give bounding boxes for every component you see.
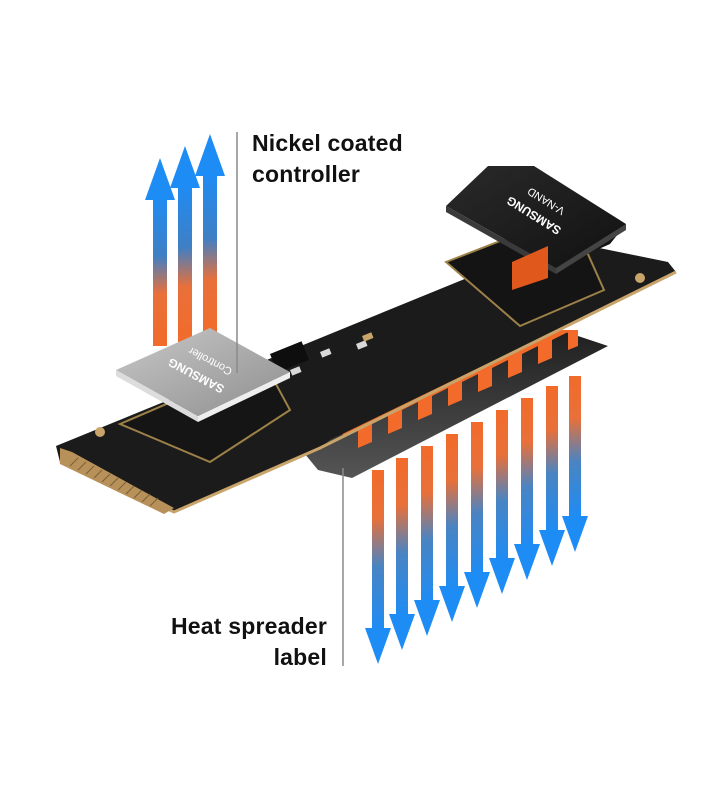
down-arrows [365,376,588,664]
down-arrow-icon [414,446,440,636]
down-arrow-icon [562,376,588,552]
down-arrow-icon [539,386,565,566]
up-arrow-icon [170,146,200,342]
down-arrow-icon [389,458,415,650]
callout-controller-line2: controller [252,161,361,187]
callout-nickel-coated-controller: Nickel coated controller [252,128,403,190]
controller-chip: SAMSUNG Controller [116,328,290,422]
down-arrow-icon [514,398,540,580]
callout-heat-spreader-label: Heat spreader label [120,611,327,673]
up-arrow-icon [195,134,225,338]
down-arrow-icon [365,470,391,664]
nand-chip: SAMSUNG V-NAND [446,166,626,290]
down-arrow-icon [464,422,490,608]
callout-label-line2: label [273,644,327,670]
callout-controller-line1: Nickel coated [252,130,403,156]
up-arrows [145,134,225,346]
up-arrow-icon [145,158,175,346]
heat-spreader-label [300,330,608,478]
callout-label-line1: Heat spreader [170,613,327,639]
down-arrow-icon [439,434,465,622]
down-arrow-icon [489,410,515,594]
